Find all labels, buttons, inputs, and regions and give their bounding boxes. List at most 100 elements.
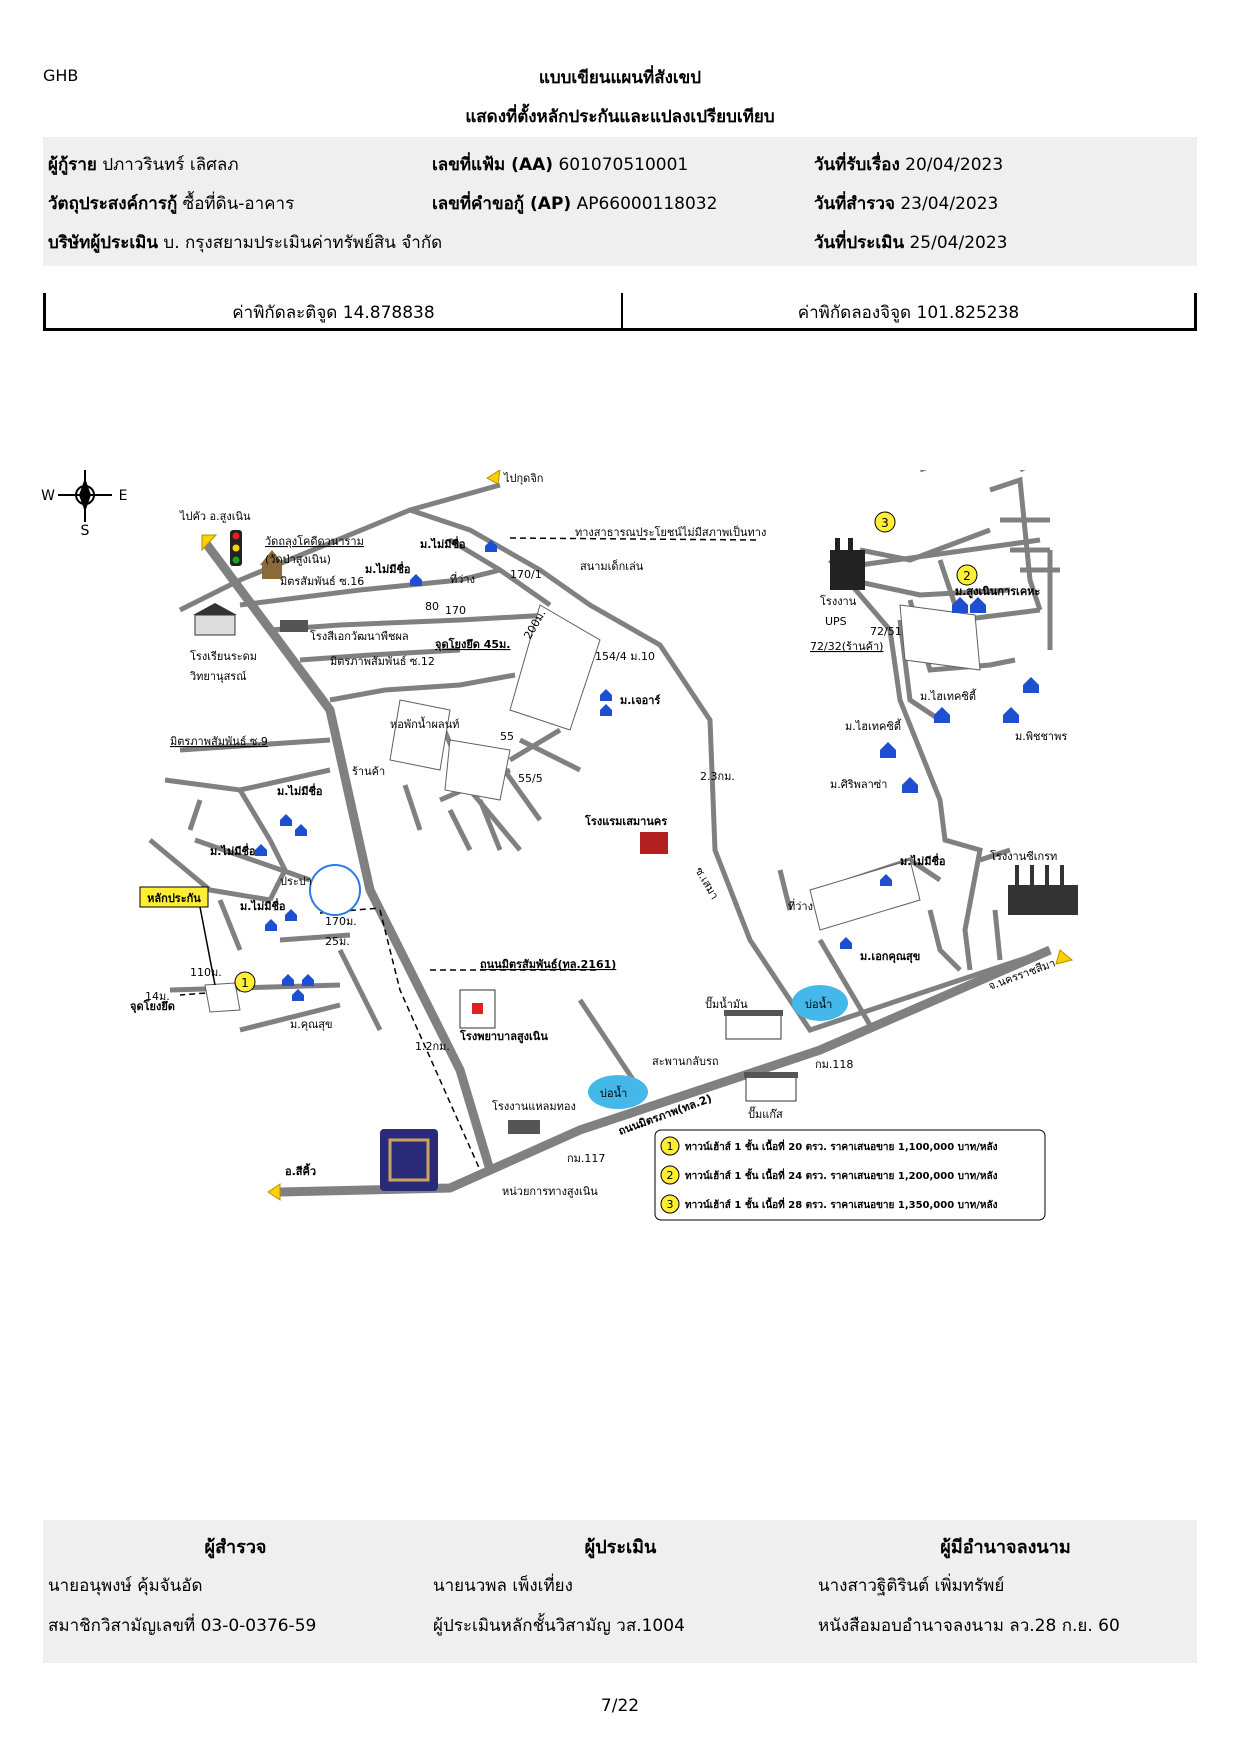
legend-item-1: ทาวน์เฮ้าส์ 1 ชั้น เนื้อที่ 20 ตรว. ราคา… — [685, 1139, 998, 1153]
label-highway-station: หน่วยการทางสูงเนิน — [502, 1185, 598, 1198]
label-gas-2: ปั๊มแก๊ส — [748, 1106, 783, 1121]
signer-heading: ผู้มีอำนาจลงนาม — [940, 1537, 1071, 1558]
factory-icon — [508, 1120, 540, 1134]
label-factory-cement: โรงงานซีเกรท — [990, 849, 1057, 863]
purpose-field: วัตถุประสงค์การกู้ ซื้อที่ดิน-อาคาร — [48, 190, 294, 217]
appraisal-date-field: วันที่ประเมิน 25/04/2023 — [814, 229, 1007, 256]
request-no-field: เลขที่คำขอกู้ (AP) AP66000118032 — [432, 190, 717, 217]
arrow-left-icon — [267, 1183, 281, 1201]
label-m-pitchaporn: ม.พิชชาพร — [1015, 730, 1067, 743]
label-to-kudjik: ไปกุดจิก — [503, 472, 543, 485]
comparable-3-marker — [874, 511, 896, 533]
longitude: ค่าพิกัดลองจิจูด 101.825238 — [797, 303, 1020, 323]
label-m-hightech-2: ม.ไฮเทคซิตี้ — [845, 718, 902, 733]
file-no-label: เลขที่แฟ้ม (AA) — [432, 155, 554, 175]
label-80: 80 — [425, 600, 439, 613]
label-m-siri-plaza: ม.ศิริพลาซ่า — [830, 778, 887, 791]
arrow-up-icon — [486, 470, 501, 485]
label-unnamed-village-3: ม.ไม่มีชื่อ — [277, 783, 323, 798]
compass-e: E — [119, 488, 128, 504]
gas-station-icon — [745, 1076, 797, 1102]
pond-icon — [588, 1075, 648, 1109]
appraisal-value: 25/04/2023 — [909, 233, 1008, 253]
latitude: ค่าพิกัดละติจูด 14.878838 — [232, 303, 435, 323]
appraisal-label: วันที่ประเมิน — [814, 233, 905, 253]
label-rice-mill: โรงสีเอกวัฒนาพืชผล — [310, 629, 409, 643]
label-dorm: หอพักน้ำผลนท์ — [390, 716, 459, 731]
label-1-2km: 1.2กม. — [415, 1040, 450, 1053]
label-m-ake-khunsuk: ม.เอกคุณสุข — [860, 950, 920, 964]
file-no-field: เลขที่แฟ้ม (AA) 601070510001 — [432, 151, 688, 178]
comparable-1-number: 1 — [241, 976, 249, 990]
appraiser-name: นายนวพล เพ็งเที่ยง — [433, 1576, 573, 1596]
request-no-label: เลขที่คำขอกู้ (AP) — [432, 194, 572, 214]
label-factory-ups: โรงงาน — [820, 594, 857, 608]
comparable-3-number: 3 — [881, 516, 889, 530]
comparable-2-number: 2 — [963, 569, 971, 583]
purpose-value: ซื้อที่ดิน-อาคาร — [182, 194, 295, 214]
townhouse-blocks — [204, 604, 981, 1013]
label-55-5: 55/5 — [518, 772, 543, 785]
label-vacant-2: ที่ว่าง — [788, 898, 813, 913]
label-road-2161: ถนนมิตรสัมพันธ์(ทล.2161) — [480, 958, 616, 971]
collateral-label: หลักประกัน — [147, 892, 201, 905]
label-72-32: 72/32(ร้านค้า) — [810, 640, 883, 653]
borrower-label: ผู้กู้ราย — [48, 155, 97, 175]
request-no-value: AP66000118032 — [576, 194, 718, 214]
legend-1-number: 1 — [667, 1140, 674, 1153]
survey-date-field: วันที่สำรวจ 23/04/2023 — [814, 190, 998, 217]
label-factory-laem: โรงงานแหลมทอง — [492, 1099, 576, 1113]
label-72-51: 72/51 — [870, 625, 902, 638]
received-label: วันที่รับเรื่อง — [814, 155, 900, 175]
direction-arrows — [201, 470, 1074, 1201]
survey-label: วันที่สำรวจ — [814, 194, 895, 214]
signer-name: นางสาวฐิติรินต์ เพิ่มทรัพย์ — [818, 1576, 1005, 1596]
arrow-right-icon — [1055, 949, 1074, 965]
label-hospital: โรงพยาบาลสูงเนิน — [459, 1029, 548, 1044]
factory-icon — [830, 550, 865, 590]
label-ups: UPS — [825, 615, 847, 628]
label-temple-sub: (วัดป่าสูงเนิน) — [265, 553, 331, 566]
document-code: GHB — [43, 66, 79, 85]
label-soi-sema: ซ.เสมา — [692, 865, 721, 902]
company-label: บริษัทผู้ประเมิน — [48, 233, 158, 253]
label-playground: สนามเด็กเล่น — [580, 559, 644, 573]
factory-icon — [1008, 885, 1078, 915]
pond-icon — [792, 985, 848, 1021]
label-gas-station: ปั๊มน้ำมัน — [705, 996, 748, 1011]
label-25m: 25ม. — [325, 935, 350, 948]
label-unnamed-village-1: ม.ไม่มีชื่อ — [420, 536, 466, 551]
coordinates-divider — [621, 293, 623, 328]
label-pond-2: บ่อน้ำ — [600, 1085, 627, 1100]
label-mittra-9: มิตรภาพสัมพันธ์ ซ.9 — [170, 735, 268, 748]
label-55: 55 — [500, 730, 514, 743]
compass-w: W — [41, 488, 55, 504]
label-public-way: ทางสาธารณประโยชน์ไม่มีสภาพเป็นทาง — [575, 525, 766, 539]
gas-station-icon — [725, 1014, 782, 1040]
comparable-1-marker — [234, 971, 256, 993]
label-shop: ร้านค้า — [352, 765, 385, 778]
label-waterworks: ประปา — [280, 875, 312, 888]
label-junction-45: จุดโยงยึด 45ม. — [435, 637, 510, 652]
label-unnamed-village-2: ม.ไม่มีชื่อ — [365, 561, 411, 576]
legend-3-number: 3 — [667, 1198, 674, 1211]
legend: 1 ทาวน์เฮ้าส์ 1 ชั้น เนื้อที่ 20 ตรว. รา… — [654, 1129, 1046, 1221]
label-m-hightech-1: ม.ไฮเทคซิตี้ — [920, 688, 977, 703]
coordinates-box: ค่าพิกัดละติจูด 14.878838 ค่าพิกัดลองจิจ… — [43, 293, 1197, 331]
label-2-3km: 2.3กม. — [700, 770, 735, 783]
ghb-logo-icon — [380, 1129, 438, 1191]
temple-icon — [260, 550, 284, 565]
hotel-icon — [640, 832, 668, 854]
comparable-2-marker — [956, 564, 978, 586]
house-icons — [255, 540, 1039, 1001]
label-unnamed-village-4: ม.ไม่มีชื่อ — [210, 843, 256, 858]
label-m-jer: ม.เจอาร์ — [620, 694, 660, 707]
signature-panel: ผู้สำรวจ นายอนุพงษ์ คุ้มจันอัด สมาชิกวิส… — [43, 1520, 1197, 1663]
borrower-value: ปภาวรินทร์ เลิศลภ — [102, 155, 239, 175]
received-date-field: วันที่รับเรื่อง 20/04/2023 — [814, 151, 1003, 178]
label-110m: 110ม. — [190, 966, 222, 979]
label-km-118: กม.118 — [815, 1058, 853, 1071]
label-m-soengnoen: ม.สูงเนินการเคหะ — [955, 585, 1040, 599]
label-154-4: 154/4 ม.10 — [595, 650, 655, 663]
building-icons — [193, 530, 1078, 1191]
